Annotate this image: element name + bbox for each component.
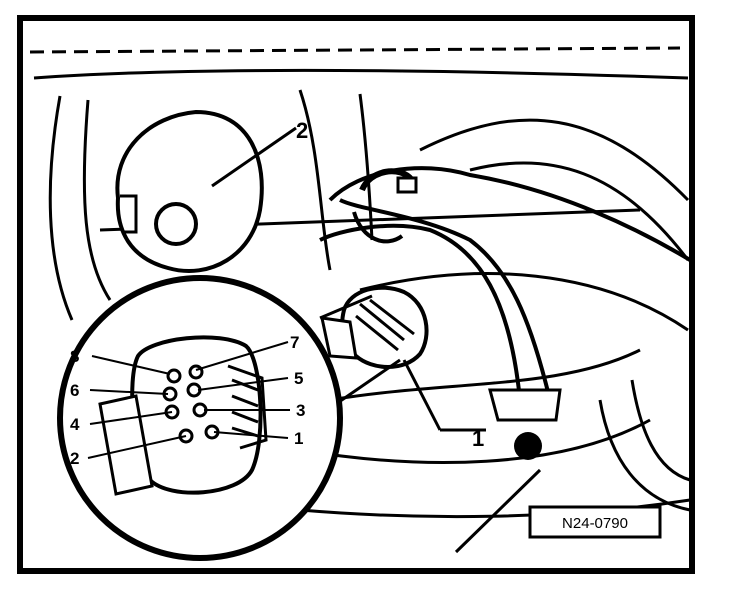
pin-label-8: 8 — [70, 347, 79, 366]
hose-clamp-bolt — [514, 432, 542, 460]
figure-code: N24-0790 — [562, 515, 628, 532]
part-leaders — [211, 126, 486, 432]
connector-plug — [320, 285, 429, 369]
callout-part-2: 2 — [296, 118, 308, 143]
pin-label-7: 7 — [290, 333, 299, 352]
pin-label-2: 2 — [70, 449, 79, 468]
callout-part-1: 1 — [472, 426, 484, 451]
inset-connector — [98, 335, 268, 496]
figure-code-box — [528, 505, 662, 539]
engine-bay-outline — [29, 46, 691, 554]
hose-clamp — [352, 168, 418, 244]
pin-label-5: 5 — [294, 369, 303, 388]
component-cap — [115, 109, 264, 273]
pin-leaders — [87, 341, 290, 459]
pin-label-3: 3 — [296, 401, 305, 420]
coolant-hose — [319, 166, 692, 460]
pin-label-6: 6 — [70, 381, 79, 400]
pin-label-1: 1 — [294, 429, 303, 448]
pin-label-4: 4 — [70, 415, 80, 434]
magnifier-leader — [319, 294, 401, 406]
